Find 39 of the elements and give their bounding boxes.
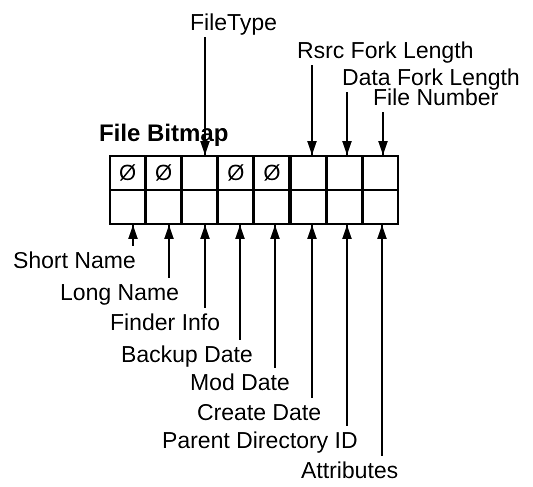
arrow bbox=[164, 225, 174, 278]
arrow bbox=[307, 225, 317, 398]
field-label: Backup Date bbox=[121, 342, 253, 366]
bitmap-cell bbox=[217, 189, 254, 225]
arrow bbox=[377, 225, 387, 456]
arrow bbox=[270, 225, 280, 368]
bitmap-cell bbox=[362, 155, 399, 191]
arrow bbox=[200, 225, 210, 308]
bitmap-cell bbox=[290, 155, 326, 191]
bitmap-cell bbox=[253, 189, 290, 225]
arrow bbox=[200, 37, 210, 155]
field-label: Rsrc Fork Length bbox=[297, 38, 474, 62]
bitmap-cell bbox=[145, 189, 182, 225]
arrow bbox=[128, 225, 138, 246]
arrow bbox=[342, 225, 352, 426]
field-label: Create Date bbox=[197, 400, 322, 424]
field-label: Mod Date bbox=[190, 370, 290, 394]
bitmap-cell: Ø bbox=[109, 155, 146, 191]
field-label: Long Name bbox=[60, 280, 179, 304]
bitmap-cell bbox=[181, 155, 218, 191]
field-label: Attributes bbox=[301, 458, 398, 482]
arrow bbox=[378, 112, 388, 155]
bitmap-cell bbox=[181, 189, 218, 225]
field-label: Data Fork Length bbox=[342, 65, 520, 89]
arrow bbox=[235, 225, 245, 340]
field-label: FileType bbox=[190, 10, 277, 34]
field-label: Short Name bbox=[13, 248, 136, 272]
field-label: Parent Directory ID bbox=[162, 428, 358, 452]
arrow bbox=[342, 92, 352, 155]
bitmap-cell bbox=[326, 155, 363, 191]
bitmap-cell bbox=[326, 189, 363, 225]
arrow bbox=[307, 65, 317, 155]
bitmap-cell bbox=[109, 189, 146, 225]
field-label: Finder Info bbox=[110, 310, 220, 334]
bitmap-cell bbox=[362, 189, 399, 225]
bitmap-cell bbox=[290, 189, 326, 225]
bitmap-cell: Ø bbox=[253, 155, 290, 191]
bitmap-cell: Ø bbox=[217, 155, 254, 191]
bitmap-cell: Ø bbox=[145, 155, 182, 191]
